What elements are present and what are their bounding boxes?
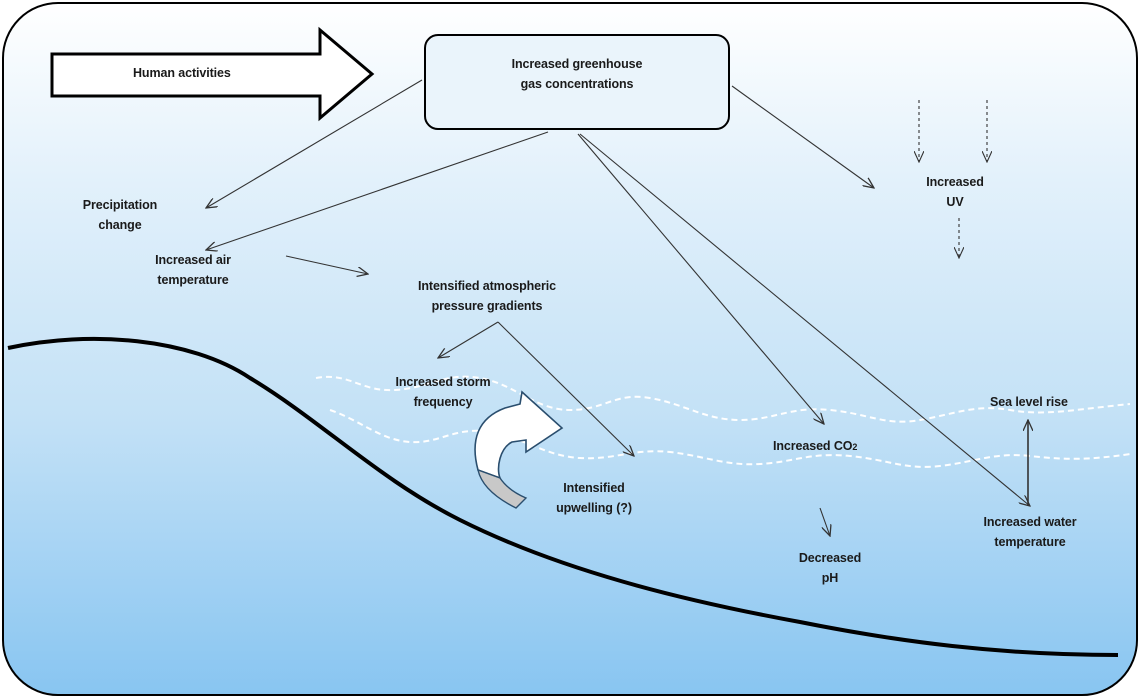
arrow-greenhouse-to-precipitation bbox=[206, 79, 423, 208]
label-greenhouse-line1: Increased greenhouse bbox=[511, 57, 643, 71]
label-decreased-ph: Decreased pH bbox=[775, 548, 885, 588]
arrow-pressure-to-storm bbox=[438, 321, 499, 358]
label-sea-level-rise: Sea level rise bbox=[990, 395, 1068, 409]
arrow-air-temp-to-pressure bbox=[285, 255, 368, 274]
label-precip-line1: Precipitation bbox=[82, 198, 158, 212]
label-precipitation-change: Precipitation change bbox=[60, 195, 180, 235]
label-increased-storm-frequency: Increased storm frequency bbox=[378, 372, 508, 412]
label-upwelling-line1: Intensified bbox=[563, 481, 625, 495]
label-upwelling-line2: upwelling (?) bbox=[556, 501, 632, 515]
arrow-pressure-to-upwelling bbox=[497, 321, 634, 456]
label-greenhouse-line2: gas concentrations bbox=[520, 77, 634, 91]
human-activities-arrow bbox=[50, 26, 375, 122]
label-co2-main: Increased CO bbox=[773, 439, 853, 453]
label-co2-subscript: 2 bbox=[852, 442, 858, 452]
label-intensified-pressure-gradients: Intensified atmospheric pressure gradien… bbox=[392, 276, 582, 316]
upwelling-arrow bbox=[474, 390, 564, 480]
label-increased-uv: Increased UV bbox=[905, 172, 1005, 212]
label-ph-line2: pH bbox=[821, 571, 839, 585]
label-storm-line1: Increased storm bbox=[395, 375, 491, 389]
label-precip-line2: change bbox=[98, 218, 142, 232]
label-uv-line1: Increased bbox=[926, 175, 984, 189]
label-greenhouse-gas: Increased greenhouse gas concentrations bbox=[424, 54, 730, 94]
label-pressure-line1: Intensified atmospheric bbox=[417, 279, 556, 293]
label-increased-water-temperature: Increased water temperature bbox=[965, 512, 1095, 552]
label-ph-line1: Decreased bbox=[798, 551, 862, 565]
arrow-greenhouse-to-air-temp bbox=[206, 131, 549, 250]
label-increased-co2: Increased CO2 bbox=[773, 436, 857, 457]
label-air-temp-line2: temperature bbox=[157, 273, 229, 287]
arrow-co2-to-ph bbox=[819, 507, 830, 536]
wave-line-lower bbox=[329, 409, 1131, 468]
label-uv-line2: UV bbox=[946, 195, 964, 209]
label-air-temp-line1: Increased air bbox=[155, 253, 231, 267]
label-pressure-line2: pressure gradients bbox=[431, 299, 543, 313]
arrow-greenhouse-to-co2 bbox=[577, 133, 824, 424]
upwelling-arrow-tail bbox=[477, 468, 528, 509]
arrow-greenhouse-to-water-temp bbox=[579, 133, 1030, 506]
label-human-activities: Human activities bbox=[133, 66, 231, 80]
label-water-temp-line2: temperature bbox=[994, 535, 1066, 549]
greenhouse-gas-box bbox=[424, 34, 730, 130]
label-intensified-upwelling: Intensified upwelling (?) bbox=[534, 478, 654, 518]
label-storm-line2: frequency bbox=[413, 395, 473, 409]
label-water-temp-line1: Increased water bbox=[983, 515, 1077, 529]
label-increased-air-temperature: Increased air temperature bbox=[128, 250, 258, 290]
coastline-curve bbox=[7, 336, 1119, 657]
arrow-greenhouse-to-uv bbox=[731, 85, 874, 188]
